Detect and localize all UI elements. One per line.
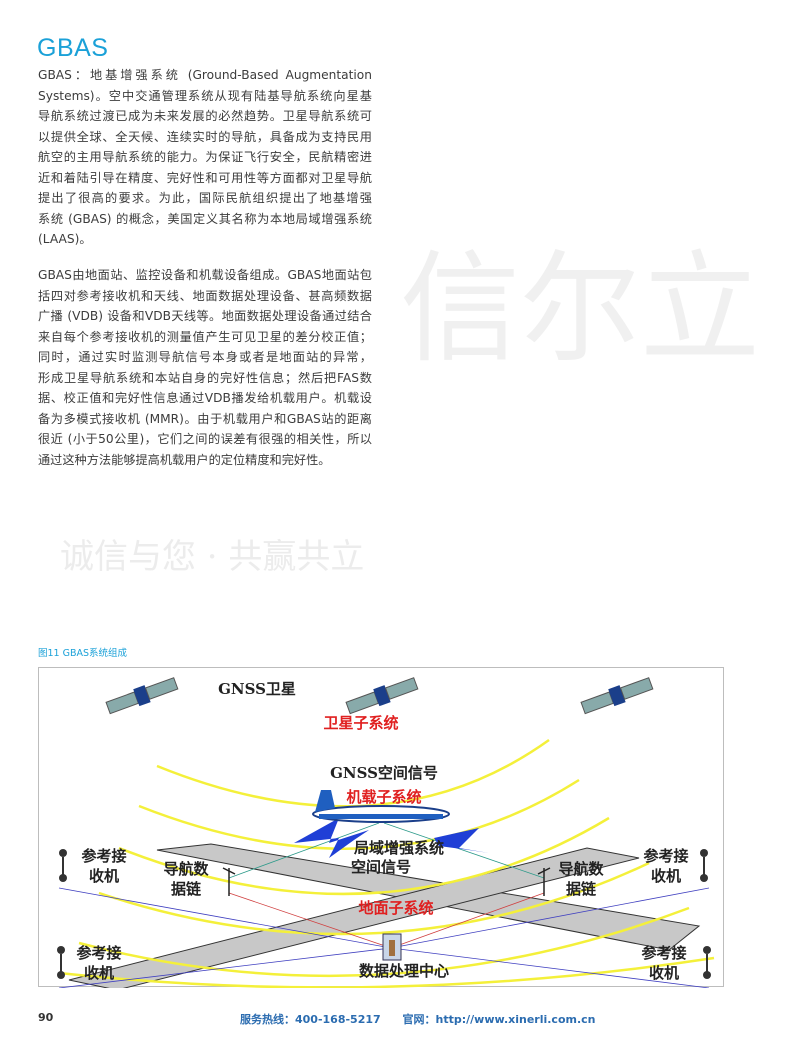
runway (68, 847, 640, 988)
lightning-bolt-icon (434, 828, 489, 853)
antenna-icon (222, 867, 236, 896)
label-laas-signal: 局域增强系统 (353, 839, 444, 857)
text-line: 据、校正值和完好性信息通过VDB播发给机载用户。机载设 (38, 391, 372, 405)
label-nav-datalink: 导航数 (163, 860, 209, 878)
label-laas-signal: 空间信号 (351, 858, 411, 876)
label-gnss-signal: GNSS空间信号 (330, 764, 438, 782)
text-line: 近和着陆引导在精度、完好性和可用性等方面都对卫星导航 (38, 170, 372, 185)
receiver-icon (57, 946, 65, 979)
label-nav-datalink: 导航数 (558, 860, 604, 878)
label-ref-receiver: 收机 (649, 964, 679, 982)
paragraph-composition: GBAS由地面站、监控设备和机载设备组成。GBAS地面站包 括四对参考接收机和天… (38, 265, 372, 470)
text-line: 通过这种方法能够提高机载用户的定位精度和完好性。 (38, 452, 331, 467)
text-line: GBAS由地面站、监控设备和机载设备组成。GBAS地面站包 (38, 268, 372, 282)
text-line: (LAAS)。 (38, 232, 92, 246)
satellite-icon (345, 677, 419, 715)
satellite-icon (580, 677, 654, 715)
text-line: 系统 (GBAS) 的概念，美国定义其名称为本地局域增强系统 (38, 211, 372, 226)
website-link[interactable]: 官网：http://www.xinerli.com.cn (402, 1013, 596, 1026)
label-data-center: 数据处理中心 (359, 962, 449, 980)
label-ref-receiver: 收机 (651, 867, 681, 885)
receiver-icon (59, 849, 67, 882)
page-number: 90 (38, 1011, 54, 1024)
label-gnss-satellite: GNSS卫星 (218, 680, 296, 698)
satellite-icon (105, 677, 179, 715)
text-line: 同时，通过实时监测导航信号本身或者是地面站的异常， (38, 350, 372, 364)
text-line: 提出了很高的要求。为此，国际民航组织提出了地基增强 (38, 191, 372, 205)
figure-caption: 图11 GBAS系统组成 (38, 648, 128, 659)
label-ref-receiver: 收机 (89, 867, 119, 885)
text-line: GBAS：地基增强系统 (Ground-Based Augmentation (38, 68, 372, 82)
antenna-icon (537, 867, 551, 896)
text-line: 括四对参考接收机和天线、地面数据处理设备、甚高频数据 (38, 288, 372, 303)
hotline: 服务热线：400-168-5217 (240, 1013, 381, 1026)
label-ref-receiver: 参考接 (81, 847, 126, 865)
text-line: 以提供全球、全天候、连续实时的导航，具备成为支持民用 (38, 129, 372, 144)
label-satellite-subsystem: 卫星子系统 (323, 714, 398, 732)
label-ref-receiver: 参考接 (641, 944, 686, 962)
paragraph-intro: GBAS：地基增强系统 (Ground-Based Augmentation S… (38, 65, 372, 250)
text-line: 备为多模式接收机 (MMR)。由于机载用户和GBAS站的距离 (38, 411, 372, 426)
label-ref-receiver: 收机 (84, 964, 114, 982)
text-line: 航空的主用导航系统的能力。为保证飞行安全，民航精密进 (38, 150, 372, 164)
text-line: 形成卫星导航系统和本站自身的完好性信息；然后把FAS数 (38, 370, 372, 385)
label-nav-datalink: 据链 (566, 880, 597, 898)
label-nav-datalink: 据链 (171, 880, 202, 898)
text-line: 很近 (小于50公里)，它们之间的误差有很强的相关性，所以 (38, 432, 372, 446)
receiver-icon (700, 849, 708, 882)
data-center-icon (382, 933, 402, 961)
receiver-icon (703, 946, 711, 979)
label-ref-receiver: 参考接 (76, 944, 121, 962)
label-airborne-subsystem: 机载子系统 (346, 788, 421, 806)
text-line: 广播 (VDB) 设备和VDB天线等。地面数据处理设备通过结合 (38, 309, 372, 323)
label-ref-receiver: 参考接 (643, 847, 688, 865)
text-line: Systems)。空中交通管理系统从现有陆基导航系统向星基 (38, 88, 372, 103)
footer-contact: 服务热线：400-168-5217 官网：http://www.xinerli.… (240, 1011, 614, 1027)
text-line: 来自每个参考接收机的测量值产生可见卫星的差分校正值； (38, 329, 372, 344)
section-title: GBAS (37, 34, 109, 62)
lightning-bolt-icon (294, 818, 369, 858)
gbas-diagram: GNSS卫星 GNSS空间信号 局域增强系统 空间信号 参考接 收机 参考接 收… (38, 667, 724, 988)
text-line: 导航系统过渡已成为未来发展的必然趋势。卫星导航系统可 (38, 109, 372, 123)
watermark-brand: 信尔立 (400, 240, 760, 379)
label-ground-subsystem: 地面子系统 (358, 899, 433, 917)
watermark-slogan: 诚信与您 · 共赢共立 (60, 537, 365, 577)
airplane-icon (312, 790, 450, 823)
